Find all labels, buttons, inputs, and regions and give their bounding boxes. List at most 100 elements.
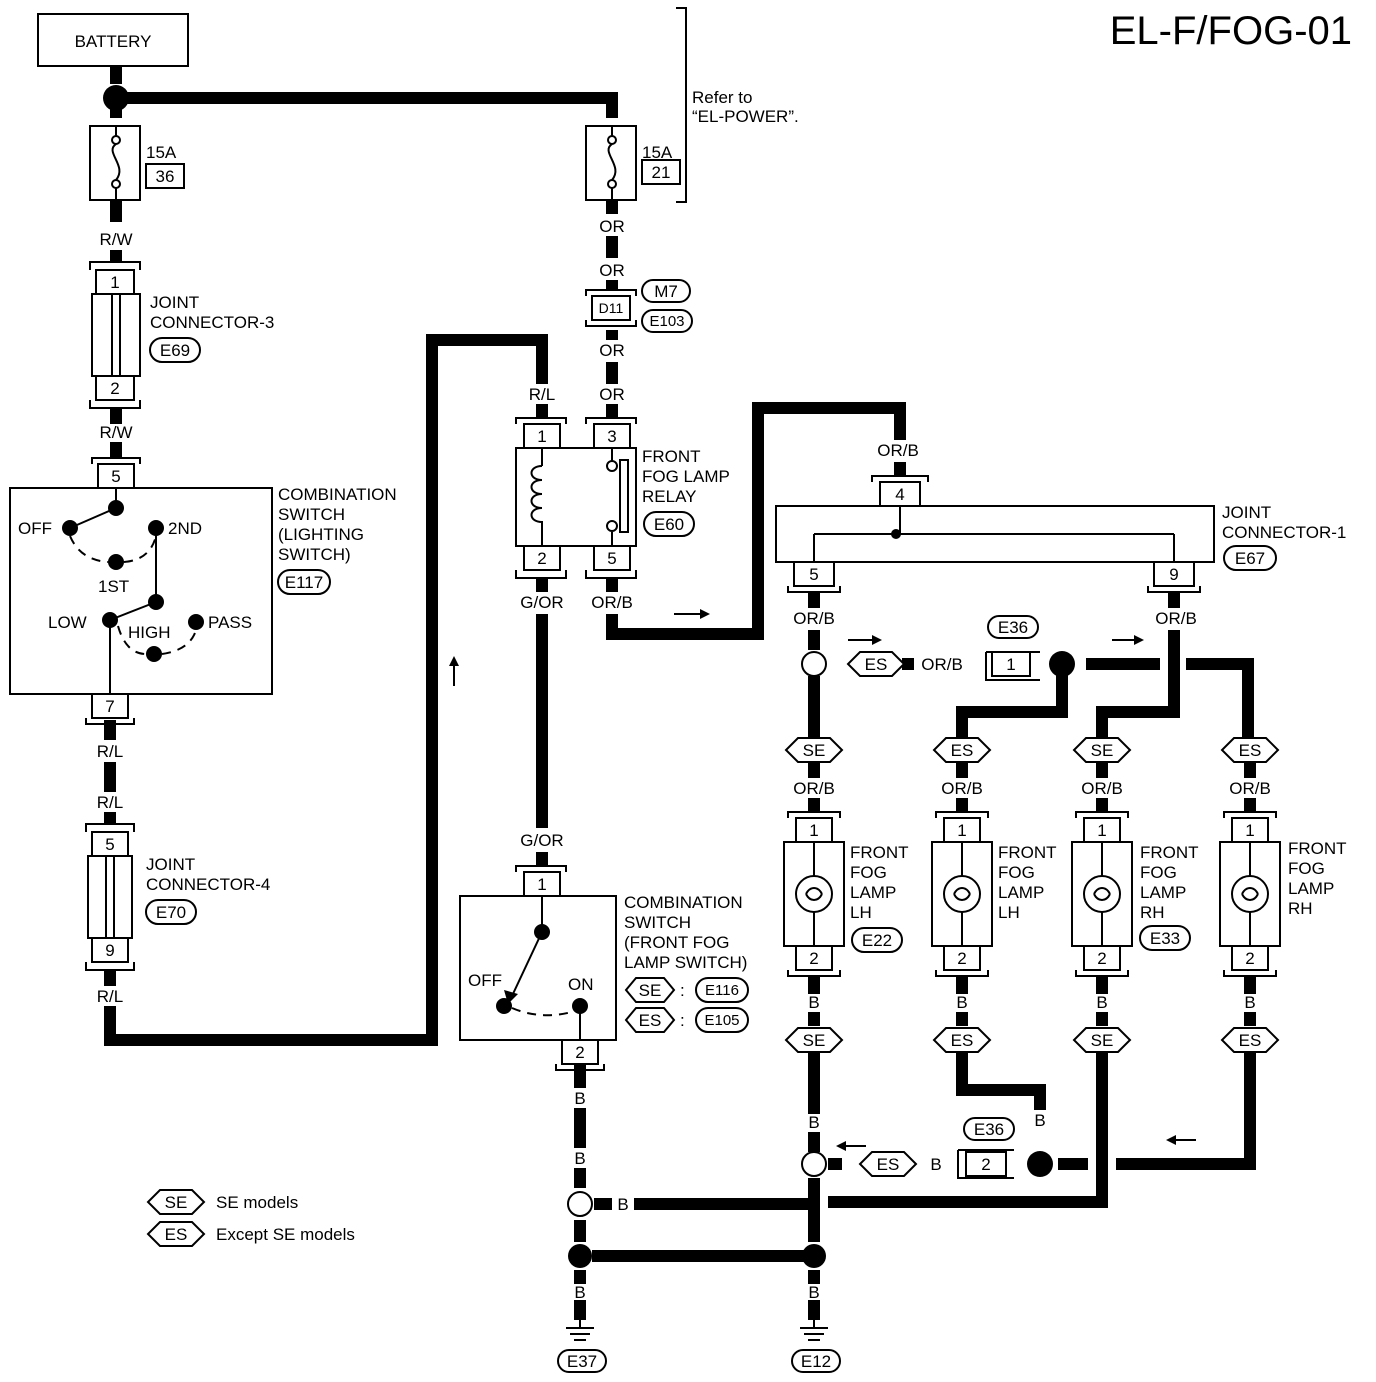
lamp3-pin-bottom: 2 xyxy=(1097,949,1106,968)
lighting-switch: 5 7 OFF 2ND 1ST LOW HIGH PASS COMBINATIO… xyxy=(9,457,397,725)
lighting-name-1: COMBINATION xyxy=(278,485,397,504)
fuse-36-rating: 15A xyxy=(146,143,177,162)
joint1-pin-4: 4 xyxy=(895,485,904,504)
relay-name-3: RELAY xyxy=(642,487,697,506)
left-wire-labels: R/W R/W R/L R/L R/L xyxy=(97,230,133,1006)
lamp2-name-4: LH xyxy=(998,903,1020,922)
joint3-name-1: JOINT xyxy=(150,293,199,312)
lamp3-pin-top: 1 xyxy=(1097,821,1106,840)
joint4-name-2: CONNECTOR-4 xyxy=(146,875,270,894)
lighting-pos-low: LOW xyxy=(48,613,87,632)
joint1-pin-9: 9 xyxy=(1169,565,1178,584)
page-code: EL-F/FOG-01 xyxy=(1110,9,1352,53)
e36-label-upper: E36 xyxy=(998,618,1028,637)
lamp2-pin-bottom: 2 xyxy=(957,949,966,968)
fog-lamp-3: SE OR/B 1 2 FRONT FOG LAMP RH E33 B SE xyxy=(1071,737,1199,1053)
lamp1-name-4: LH xyxy=(850,903,872,922)
joint-connector-1: OR/B 4 5 9 JOINT CONNECTOR-1 E67 OR/B OR… xyxy=(775,441,1346,628)
joint4-name-1: JOINT xyxy=(146,855,195,874)
wire-color-or-4: OR xyxy=(599,385,625,404)
lighting-pin-top: 5 xyxy=(111,467,120,486)
joint3-pin-bottom: 2 xyxy=(110,379,119,398)
relay-name-2: FOG LAMP xyxy=(642,467,730,486)
fog-switch-se-tag: SE xyxy=(639,981,662,1000)
lamp1-pin-top: 1 xyxy=(809,821,818,840)
lighting-name-2: SWITCH xyxy=(278,505,345,524)
lamp1-wire-b: B xyxy=(808,993,819,1012)
wire-color-rl-1: R/L xyxy=(97,742,123,761)
lamp1-connector: E22 xyxy=(862,931,892,950)
wire-b-e37: B xyxy=(574,1283,585,1302)
relay-pin-3: 3 xyxy=(607,427,616,446)
es-tag-lower: ES xyxy=(877,1155,900,1174)
fog-switch-name-3: (FRONT FOG xyxy=(624,933,729,952)
joint-connector-4: 5 9 JOINT CONNECTOR-4 E70 xyxy=(85,823,270,971)
wire-color-orb-j1-in: OR/B xyxy=(877,441,919,460)
lamp3-name-1: FRONT xyxy=(1140,843,1199,862)
fog-switch-name-1: COMBINATION xyxy=(624,893,743,912)
joint1-name-2: CONNECTOR-1 xyxy=(1222,523,1346,542)
splice-open-left xyxy=(567,1191,593,1217)
battery-splice xyxy=(103,85,129,111)
battery: BATTERY xyxy=(37,13,189,111)
relay-pin-5: 5 xyxy=(607,549,616,568)
joint4-pin-bottom: 9 xyxy=(105,941,114,960)
wires xyxy=(104,66,1256,1320)
fog-switch-off: OFF xyxy=(468,971,502,990)
lamp4-name-4: RH xyxy=(1288,899,1313,918)
e36-label-lower: E36 xyxy=(974,1120,1004,1139)
splice-open-lower xyxy=(801,1151,827,1177)
lamp2-es-tag: ES xyxy=(951,741,974,760)
lamp2-pin-top: 1 xyxy=(957,821,966,840)
fog-lamp-4: ES OR/B 1 2 FRONT FOG LAMP RH B ES xyxy=(1219,737,1347,1053)
inline-pin: D11 xyxy=(599,300,624,316)
wire-b-fog-switch-2: B xyxy=(574,1149,585,1168)
wire-b-e12: B xyxy=(808,1283,819,1302)
lamp2-wire-b: B xyxy=(956,993,967,1012)
inline-male: M7 xyxy=(654,282,678,301)
lamp3-wire-orb: OR/B xyxy=(1081,779,1123,798)
lamp3-wire-b: B xyxy=(1096,993,1107,1012)
lamp1-name-1: FRONT xyxy=(850,843,909,862)
wire-b-fog-switch-1: B xyxy=(574,1089,585,1108)
wire-color-orb-j1-9: OR/B xyxy=(1155,609,1197,628)
lamp3-name-4: RH xyxy=(1140,903,1165,922)
fog-switch-es-colon: : xyxy=(680,1011,685,1030)
fuse-21: 15A 21 xyxy=(585,125,681,201)
joint1-pin-5: 5 xyxy=(809,565,818,584)
lamp4-wire-b: B xyxy=(1244,993,1255,1012)
ground-network: B E36 2 B ES B B E12 B B B B E37 xyxy=(557,1089,1196,1373)
wire-color-rl-3: R/L xyxy=(97,987,123,1006)
wire-color-rl-relay: R/L xyxy=(529,385,555,404)
wire-color-or-1: OR xyxy=(599,217,625,236)
fuse-21-number: 21 xyxy=(652,163,671,182)
wire-color-gor-2: G/OR xyxy=(520,831,563,850)
wire-color-rw-2: R/W xyxy=(99,423,132,442)
legend-se-tag: SE xyxy=(165,1193,188,1212)
lamp1-se-tag-bottom: SE xyxy=(803,1031,826,1050)
relay-connector: E60 xyxy=(654,515,684,534)
fuse-21-rating: 15A xyxy=(642,143,673,162)
legend-se-text: SE models xyxy=(216,1193,298,1212)
joint3-name-2: CONNECTOR-3 xyxy=(150,313,274,332)
lamp1-pin-bottom: 2 xyxy=(809,949,818,968)
lighting-pos-pass: PASS xyxy=(208,613,252,632)
wire-b-left-vertical: B xyxy=(808,1113,819,1132)
relay-pin-2: 2 xyxy=(537,549,546,568)
lamp2-name-3: LAMP xyxy=(998,883,1044,902)
wire-color-orb-relay: OR/B xyxy=(591,593,633,612)
fog-lamp-1: SE OR/B 1 2 FRONT FOG LAMP LH E22 B SE xyxy=(783,737,909,1053)
wire-color-or-2: OR xyxy=(599,261,625,280)
fog-switch-pin-top: 1 xyxy=(537,875,546,894)
lighting-name-3: (LIGHTING xyxy=(278,525,364,544)
lamp4-es-tag-bottom: ES xyxy=(1239,1031,1262,1050)
lamp2-es-tag-bottom: ES xyxy=(951,1031,974,1050)
joint3-pin-top: 1 xyxy=(110,273,119,292)
lamp3-connector: E33 xyxy=(1150,929,1180,948)
e36-pin-1: 1 xyxy=(1006,655,1015,674)
wire-color-orb-j1-5: OR/B xyxy=(793,609,835,628)
relay-pin-1: 1 xyxy=(537,427,546,446)
refer-note-line1: Refer to xyxy=(692,88,752,107)
lamp4-es-tag: ES xyxy=(1239,741,1262,760)
